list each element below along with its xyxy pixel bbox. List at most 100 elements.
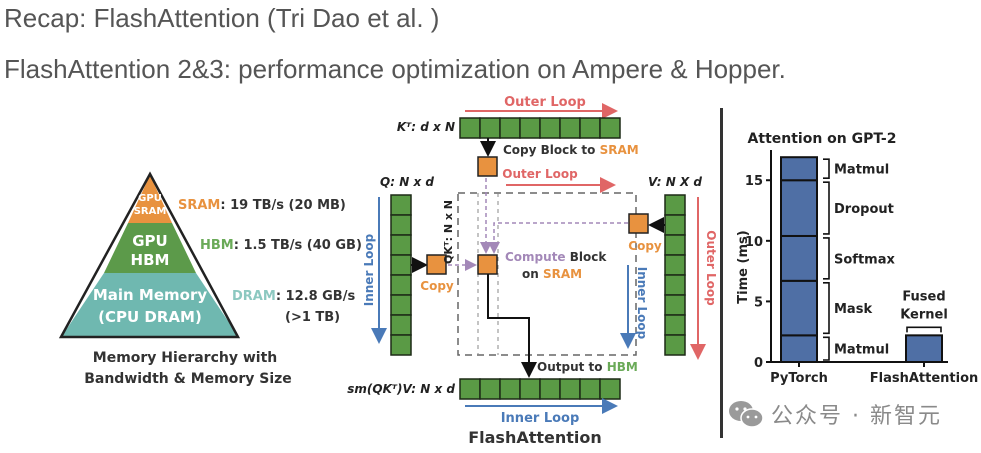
qk-region xyxy=(457,192,637,356)
v-copy-label: Copy xyxy=(628,239,662,253)
inner-loop-left-label: Inner Loop xyxy=(362,233,376,306)
copy-block-prefix: Copy Block to xyxy=(503,143,600,157)
kt-matrix xyxy=(459,117,621,139)
q-matrix xyxy=(390,194,412,356)
chart-title: Attention on GPT-2 xyxy=(748,131,897,147)
segment-bracket xyxy=(823,158,830,180)
output-matrix xyxy=(459,378,621,400)
copy-block-key: SRAM xyxy=(600,143,639,157)
output-label: Output to HBM xyxy=(537,360,638,374)
inner-loop-mid-label: Inner Loop xyxy=(635,267,649,340)
pyramid-tier-sram xyxy=(128,175,172,223)
bar-segment-mask xyxy=(780,279,818,337)
tier-hbm-line1: GPU xyxy=(132,232,168,250)
slide-title: Recap: FlashAttention (Tri Dao et al. ) xyxy=(4,3,440,33)
segment-label: Matmul xyxy=(834,343,889,358)
spec-sram-key: SRAM xyxy=(178,198,220,213)
inner-loop-bottom-label: Inner Loop xyxy=(501,411,580,426)
y-tick-label: 0 xyxy=(754,356,763,371)
kt-sram-block xyxy=(477,156,498,177)
spec-dram-key: DRAM xyxy=(232,289,276,304)
segment-label: Fused xyxy=(902,289,945,304)
compute-key: Compute xyxy=(505,250,566,264)
v-label: V: N X d xyxy=(648,175,702,189)
outer-loop-mid-label: Outer Loop xyxy=(502,167,578,181)
y-tick-label: 15 xyxy=(745,174,763,189)
spec-hbm: HBM: 1.5 TB/s (40 GB) xyxy=(200,238,362,253)
q-sram-block xyxy=(426,254,447,275)
pyramid-outline xyxy=(58,171,241,339)
chart-bars xyxy=(780,156,943,364)
q-block xyxy=(390,334,412,356)
v-matrix xyxy=(664,194,686,356)
outer-loop-top-label: Outer Loop xyxy=(504,95,586,110)
spec-hbm-key: HBM xyxy=(200,238,234,253)
spec-dram-value: : 12.8 GB/s xyxy=(276,289,356,304)
spec-hbm-value: : 1.5 TB/s (40 GB) xyxy=(234,238,362,253)
kt-block xyxy=(599,117,621,139)
segment-bracket xyxy=(906,326,942,333)
copy-block-label: Copy Block to SRAM xyxy=(503,143,639,157)
slide-subtitle: FlashAttention 2&3: performance optimiza… xyxy=(4,54,786,84)
pyramid-tier-hbm xyxy=(104,223,196,273)
output-arrow xyxy=(487,274,537,378)
watermark: 公众号 · 新智元 xyxy=(727,398,942,430)
bar-segment-fused-kernel xyxy=(905,334,943,364)
compute-label-line2: on SRAM xyxy=(522,267,582,281)
pyramid-tier-dram xyxy=(62,273,238,336)
segment-bracket xyxy=(823,336,830,361)
compute-on: on xyxy=(522,267,543,281)
v-to-compute-arrow xyxy=(488,222,628,254)
kt-label: Kᵀ: d x N xyxy=(397,120,455,134)
bar-segment-matmul xyxy=(780,334,818,364)
segment-bracket xyxy=(823,282,830,335)
watermark-text: 公众号 · 新智元 xyxy=(771,404,942,429)
spec-sram: SRAM: 19 TB/s (20 MB) xyxy=(178,198,346,213)
output-matrix-label: sm(QKᵀ)V: N x d xyxy=(347,382,455,396)
segment-label: Matmul xyxy=(834,163,889,178)
segment-label: Dropout xyxy=(834,202,894,217)
bar-segment-matmul xyxy=(780,156,818,182)
tier-hbm-line2: HBM xyxy=(131,251,170,269)
bar-segment-dropout xyxy=(780,179,818,237)
qk-label: QKᵀ: N x N xyxy=(442,200,455,264)
output-key: HBM xyxy=(607,360,638,374)
tier-sram-line1: GPU xyxy=(138,193,162,204)
compute-sram: SRAM xyxy=(543,267,582,281)
flash-caption: FlashAttention xyxy=(468,428,602,447)
segment-label: Kernel xyxy=(900,307,948,322)
spec-sram-value: : 19 TB/s (20 MB) xyxy=(220,198,345,213)
spec-dram: DRAM: 12.8 GB/s xyxy=(232,289,355,304)
x-tick-label: FlashAttention xyxy=(870,371,979,386)
bar-segment-softmax xyxy=(780,234,818,282)
y-tick-label: 5 xyxy=(754,295,763,310)
section-divider xyxy=(720,108,723,438)
segment-bracket xyxy=(823,181,830,235)
outer-loop-right-label: Outer Loop xyxy=(704,230,718,306)
tier-dram-line1: Main Memory xyxy=(93,286,208,304)
chart-annotations: MatmulMaskSoftmaxDropoutMatmulFusedKerne… xyxy=(823,158,948,361)
q-copy-label: Copy xyxy=(420,279,454,293)
wechat-icon xyxy=(729,401,764,428)
y-axis-label: Time (ms) xyxy=(736,230,751,303)
tier-sram-line2: SRAM xyxy=(134,206,167,217)
spec-dram-size: (>1 TB) xyxy=(285,310,340,325)
q-label: Q: N x d xyxy=(380,175,434,189)
x-tick-label: PyTorch xyxy=(770,371,828,386)
compute-rest: Block xyxy=(566,250,608,264)
v-sram-block xyxy=(628,213,649,234)
segment-bracket xyxy=(823,237,830,280)
pyramid-caption-line1: Memory Hierarchy with xyxy=(93,350,277,366)
y-tick-label: 10 xyxy=(745,235,763,250)
segment-label: Mask xyxy=(834,302,872,317)
segment-label: Softmax xyxy=(834,252,895,267)
v-block xyxy=(664,334,686,356)
output-prefix: Output to xyxy=(537,360,607,374)
compute-label-line1: Compute Block xyxy=(505,250,607,264)
pyramid-caption-line2: Bandwidth & Memory Size xyxy=(84,371,292,387)
tier-dram-line2: (CPU DRAM) xyxy=(98,308,202,326)
